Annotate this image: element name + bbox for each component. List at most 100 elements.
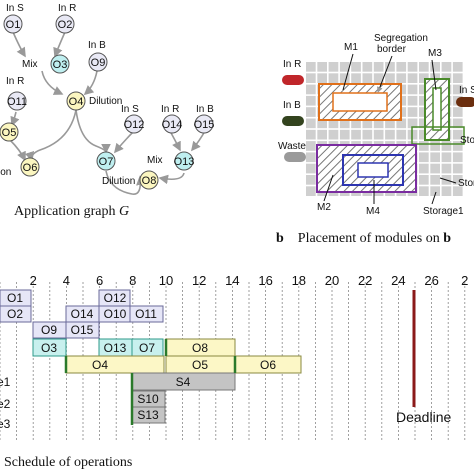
tick-label: 14	[225, 273, 239, 288]
port-label: In B	[283, 100, 301, 111]
grid-cell	[419, 175, 429, 185]
node-o1: O1	[3, 14, 23, 34]
input-label: In S	[6, 3, 24, 14]
op-s10: S10	[131, 390, 166, 408]
grid-cell	[373, 73, 384, 83]
op-o8: O8	[165, 338, 236, 357]
tick-label: 26	[424, 273, 438, 288]
module-label: Stor	[458, 178, 474, 189]
grid-cell	[452, 73, 463, 83]
port-label: In S	[459, 85, 474, 96]
op-o15: O15	[65, 321, 100, 339]
grid-cell	[407, 84, 418, 95]
grid-cell	[430, 62, 440, 72]
grid-cell	[396, 118, 407, 129]
svg-text:O11: O11	[7, 96, 27, 108]
grid-cell	[328, 129, 339, 140]
svg-text:O2: O2	[7, 307, 23, 321]
op-o13: O13	[98, 338, 133, 357]
svg-text:O13: O13	[104, 341, 127, 355]
grid-cell	[306, 95, 316, 106]
node-o8: O8	[139, 170, 159, 190]
svg-text:O4: O4	[92, 358, 108, 372]
grid-cell	[328, 118, 339, 129]
grid-cell	[407, 118, 418, 129]
module-label: Sto	[460, 135, 474, 146]
op-o2: O2	[0, 305, 32, 323]
input-label: In B	[196, 104, 214, 115]
grid-cell	[452, 84, 463, 95]
port-label: In R	[283, 59, 301, 70]
op-o11: O11	[129, 305, 164, 323]
grid-cell	[317, 73, 327, 83]
grid-cell	[351, 118, 361, 129]
grid-cell	[306, 141, 316, 151]
grid-cell	[362, 118, 373, 129]
grid-cell	[407, 62, 418, 72]
svg-text:O9: O9	[41, 323, 57, 337]
grid-cell	[419, 84, 429, 95]
grid-cell	[306, 62, 316, 72]
op-label: ion	[0, 167, 11, 178]
port-label: Waste	[278, 141, 306, 152]
grid-cell	[407, 73, 418, 83]
node-o5: O5	[0, 122, 19, 142]
tick-label: 6	[96, 273, 103, 288]
tick-label: 16	[258, 273, 272, 288]
svg-text:O14: O14	[162, 119, 183, 131]
grid-cell	[317, 118, 327, 129]
input-label: In B	[88, 40, 106, 51]
grid-cell	[306, 118, 316, 129]
svg-text:O14: O14	[71, 307, 94, 321]
svg-text:O10: O10	[104, 307, 127, 321]
port-in-r	[282, 75, 304, 85]
tick-label: 10	[159, 273, 173, 288]
grid-cell	[306, 152, 316, 163]
svg-text:O15: O15	[71, 323, 94, 337]
grid-cell	[441, 152, 452, 163]
svg-text:O1: O1	[6, 19, 21, 31]
svg-text:O6: O6	[23, 162, 38, 174]
grid-cell	[430, 163, 440, 174]
op-label: Dilution	[102, 176, 135, 187]
grid-cell	[430, 141, 440, 151]
grid-cell	[452, 118, 463, 129]
grid-cell	[306, 107, 316, 117]
schedule-ops: O1 O12 O2 O14 O10 O11 O9 O15 O3 O13 O7 O…	[0, 289, 302, 424]
tick-label: 22	[358, 273, 372, 288]
svg-text:O1: O1	[7, 291, 23, 305]
grid-cell	[351, 62, 361, 72]
op-o14: O14	[65, 305, 100, 323]
tick-label: 20	[325, 273, 339, 288]
node-o2: O2	[55, 14, 75, 34]
grid-cell	[430, 152, 440, 163]
op-o9: O9	[32, 321, 67, 339]
grid-cell	[419, 163, 429, 174]
tick-label: 18	[292, 273, 306, 288]
grid-cell	[452, 175, 463, 185]
annotation: border	[377, 44, 407, 55]
grid-cell	[385, 62, 395, 72]
application-graph: In S In R In B In R In S In R In B Mix D…	[0, 3, 214, 219]
grid-cell	[306, 84, 316, 95]
grid-cell	[385, 118, 395, 129]
grid-cell	[396, 73, 407, 83]
input-label: In R	[161, 104, 179, 115]
op-o3: O3	[32, 338, 67, 357]
grid-cell	[452, 107, 463, 117]
grid-cell	[419, 152, 429, 163]
grid-cell	[452, 152, 463, 163]
grid-cell	[452, 129, 463, 140]
row-label: e1	[0, 375, 11, 389]
grid-cell	[419, 129, 429, 140]
grid-cell	[339, 62, 350, 72]
svg-text:O11: O11	[135, 307, 157, 321]
input-label: In R	[6, 76, 24, 87]
svg-text:O5: O5	[192, 358, 208, 372]
grid-cell	[362, 62, 373, 72]
grid-cell	[407, 107, 418, 117]
module-label: Storage1	[423, 206, 464, 217]
deadline-label: Deadline	[396, 409, 451, 425]
